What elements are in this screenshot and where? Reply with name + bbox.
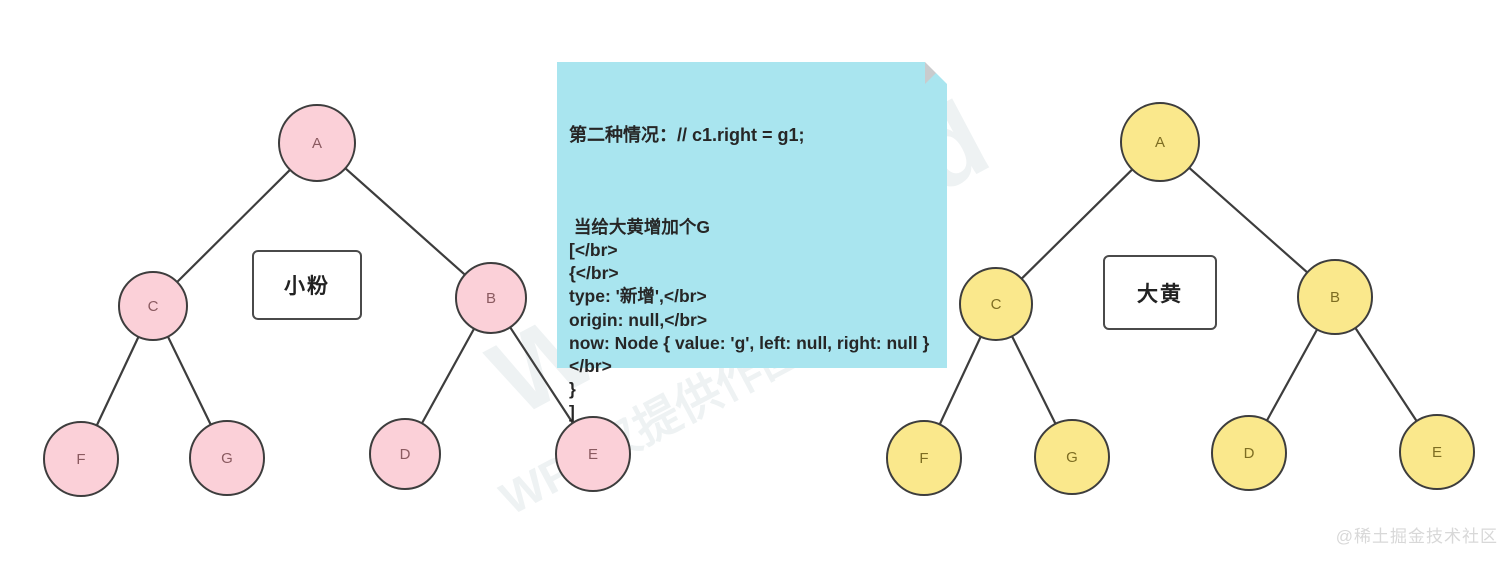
tree-node-right-d[interactable]: D <box>1211 415 1287 491</box>
tree-node-label: B <box>485 289 496 307</box>
tree-node-label: A <box>1154 133 1165 151</box>
credit-label: @稀土掘金技术社区 <box>1335 527 1498 546</box>
note-text: 当给大黄增加个G [</br> {</br> type: '新增',</br> … <box>569 217 930 422</box>
note-content: 第二种情况：// c1.right = g1; 当给大黄增加个G [</br> … <box>557 62 947 470</box>
tree-node-right-e[interactable]: E <box>1399 414 1475 490</box>
tree-label-box-right[interactable]: 大黄 <box>1103 255 1217 330</box>
tree-node-label: D <box>1243 444 1255 462</box>
tree-node-label: F <box>76 450 86 468</box>
tree-node-left-c[interactable]: C <box>118 271 188 341</box>
tree-node-right-f[interactable]: F <box>886 420 962 496</box>
tree-node-right-c[interactable]: C <box>959 267 1033 341</box>
tree-node-right-a[interactable]: A <box>1120 102 1200 182</box>
tree-node-label: E <box>587 445 598 463</box>
tree-node-left-f[interactable]: F <box>43 421 119 497</box>
tree-node-right-g[interactable]: G <box>1034 419 1110 495</box>
tree-node-left-d[interactable]: D <box>369 418 441 490</box>
tree-node-label: G <box>1066 448 1078 466</box>
tree-label-box-left[interactable]: 小粉 <box>252 250 362 320</box>
tree-node-label: E <box>1431 443 1442 461</box>
tree-node-label: G <box>221 449 233 467</box>
tree-label-text: 大黄 <box>1137 282 1183 306</box>
sticky-note[interactable]: 第二种情况：// c1.right = g1; 当给大黄增加个G [</br> … <box>557 62 947 422</box>
tree-node-left-b[interactable]: B <box>455 262 527 334</box>
tree-node-label: C <box>990 295 1002 313</box>
tree-node-left-g[interactable]: G <box>189 420 265 496</box>
tree-node-right-b[interactable]: B <box>1297 259 1373 335</box>
note-title: 第二种情况：// c1.right = g1; <box>569 125 805 146</box>
tree-node-label: A <box>311 134 322 152</box>
note-fold-icon <box>925 62 947 84</box>
tree-label-text: 小粉 <box>284 275 330 298</box>
tree-node-left-e[interactable]: E <box>555 416 631 492</box>
tree-node-label: C <box>147 297 159 315</box>
tree-node-label: B <box>1329 288 1340 306</box>
tree-node-label: D <box>399 445 411 463</box>
tree-node-label: F <box>919 449 929 467</box>
tree-node-left-a[interactable]: A <box>278 104 356 182</box>
